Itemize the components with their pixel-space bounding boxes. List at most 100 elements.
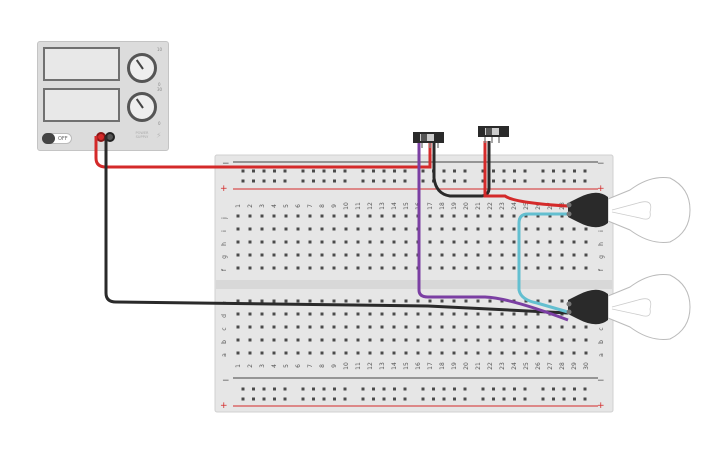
switch1-knob[interactable] [421, 134, 427, 141]
terminal-hole[interactable] [296, 214, 300, 218]
terminal-hole[interactable] [428, 227, 432, 231]
terminal-hole[interactable] [584, 227, 588, 231]
terminal-hole[interactable] [248, 299, 252, 303]
rail-hole[interactable] [453, 387, 456, 391]
terminal-hole[interactable] [476, 266, 480, 270]
terminal-hole[interactable] [284, 338, 288, 342]
terminal-hole[interactable] [392, 227, 396, 231]
terminal-hole[interactable] [524, 351, 528, 355]
terminal-hole[interactable] [524, 338, 528, 342]
cyan-wire[interactable] [517, 212, 569, 314]
terminal-hole[interactable] [248, 227, 252, 231]
terminal-hole[interactable] [476, 312, 480, 316]
terminal-hole[interactable] [320, 266, 324, 270]
terminal-hole[interactable] [320, 325, 324, 329]
terminal-hole[interactable] [512, 325, 516, 329]
terminal-hole[interactable] [536, 214, 540, 218]
terminal-hole[interactable] [308, 214, 312, 218]
terminal-hole[interactable] [332, 266, 336, 270]
rail-hole[interactable] [523, 387, 527, 391]
terminal-hole[interactable] [320, 214, 324, 218]
rail-hole[interactable] [442, 169, 446, 173]
rail-hole[interactable] [241, 169, 245, 173]
terminal-hole[interactable] [392, 312, 396, 316]
terminal-hole[interactable] [368, 312, 372, 316]
rail-hole[interactable] [502, 179, 506, 183]
rail-hole[interactable] [502, 397, 506, 401]
rail-hole[interactable] [403, 397, 407, 401]
terminal-hole[interactable] [512, 266, 516, 270]
terminal-hole[interactable] [332, 312, 336, 316]
terminal-hole[interactable] [332, 338, 336, 342]
terminal-hole[interactable] [416, 312, 420, 316]
terminal-hole[interactable] [404, 299, 408, 303]
rail-hole[interactable] [312, 169, 315, 173]
bulb2-terminal-b[interactable] [566, 309, 572, 315]
terminal-hole[interactable] [560, 266, 564, 270]
rail-hole[interactable] [252, 387, 255, 391]
rail-hole[interactable] [583, 387, 587, 391]
terminal-hole[interactable] [392, 253, 396, 257]
rail-hole[interactable] [541, 179, 545, 183]
terminal-hole[interactable] [344, 266, 348, 270]
rail-hole[interactable] [481, 387, 485, 391]
terminal-hole[interactable] [548, 214, 552, 218]
terminal-hole[interactable] [260, 240, 264, 244]
terminal-hole[interactable] [548, 266, 552, 270]
black-wire-switch[interactable] [432, 141, 491, 198]
terminal-hole[interactable] [368, 351, 372, 355]
terminal-hole[interactable] [368, 266, 372, 270]
terminal-hole[interactable] [344, 299, 348, 303]
terminal-hole[interactable] [296, 240, 300, 244]
rail-hole[interactable] [583, 179, 587, 183]
terminal-hole[interactable] [248, 338, 252, 342]
terminal-hole[interactable] [416, 351, 420, 355]
black-wire-supply[interactable] [104, 136, 569, 315]
terminal-hole[interactable] [488, 312, 492, 316]
rail-hole[interactable] [573, 169, 576, 173]
bulb2-terminal-a[interactable] [566, 301, 572, 307]
rail-hole[interactable] [403, 387, 407, 391]
rail-hole[interactable] [322, 397, 326, 401]
terminal-hole[interactable] [356, 214, 360, 218]
terminal-hole[interactable] [344, 351, 348, 355]
rail-hole[interactable] [372, 169, 375, 173]
terminal-hole[interactable] [296, 351, 300, 355]
rail-hole[interactable] [421, 397, 425, 401]
terminal-hole[interactable] [500, 325, 504, 329]
terminal-hole[interactable] [332, 253, 336, 257]
rail-hole[interactable] [492, 169, 495, 173]
terminal-hole[interactable] [428, 338, 432, 342]
rail-hole[interactable] [283, 397, 287, 401]
terminal-hole[interactable] [368, 299, 372, 303]
terminal-hole[interactable] [584, 253, 588, 257]
terminal-hole[interactable] [464, 227, 468, 231]
bulb1-terminal-b[interactable] [566, 211, 572, 217]
rail-hole[interactable] [262, 179, 266, 183]
red-wire-lamp[interactable] [483, 141, 569, 208]
terminal-hole[interactable] [488, 351, 492, 355]
rail-hole[interactable] [552, 387, 555, 391]
terminal-hole[interactable] [428, 253, 432, 257]
rail-hole[interactable] [333, 179, 336, 183]
terminal-hole[interactable] [548, 299, 552, 303]
terminal-hole[interactable] [380, 351, 384, 355]
rail-hole[interactable] [513, 179, 516, 183]
terminal-hole[interactable] [500, 214, 504, 218]
terminal-hole[interactable] [308, 338, 312, 342]
rail-hole[interactable] [283, 169, 287, 173]
terminal-hole[interactable] [512, 227, 516, 231]
terminal-hole[interactable] [476, 227, 480, 231]
terminal-hole[interactable] [392, 338, 396, 342]
terminal-hole[interactable] [464, 338, 468, 342]
terminal-hole[interactable] [320, 312, 324, 316]
terminal-hole[interactable] [404, 338, 408, 342]
terminal-hole[interactable] [380, 266, 384, 270]
terminal-hole[interactable] [284, 351, 288, 355]
rail-hole[interactable] [252, 179, 255, 183]
terminal-hole[interactable] [584, 240, 588, 244]
terminal-hole[interactable] [404, 227, 408, 231]
rail-hole[interactable] [273, 169, 276, 173]
terminal-hole[interactable] [248, 214, 252, 218]
terminal-hole[interactable] [272, 240, 276, 244]
